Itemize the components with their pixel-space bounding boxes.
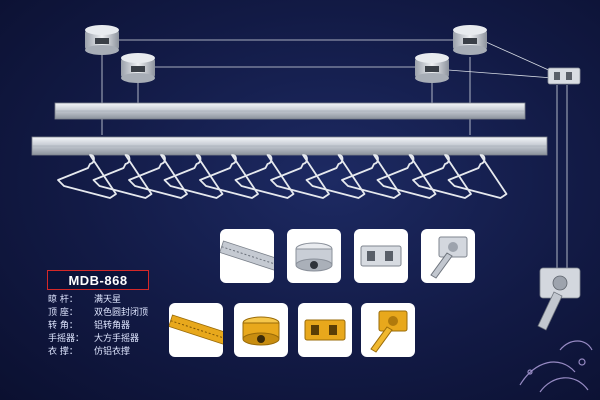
spec-value: 双色圆封闭顶 <box>94 308 149 318</box>
bracket-icon <box>304 319 346 341</box>
spec-row: 衣 撑： 仿铝衣撑 <box>48 346 218 359</box>
spec-value: 仿铝衣撑 <box>94 347 131 357</box>
pulley-pod <box>453 25 487 55</box>
thumb-corner-bracket-gold <box>298 303 352 357</box>
ceiling-pulley-pods <box>85 25 487 83</box>
spec-list: 晾 杆： 满天星 顶 座： 双色圆封闭顶 转 角： 铝转角器 手摇器： 大方手摇… <box>48 294 218 359</box>
thumb-corner-bracket-silver <box>354 229 408 283</box>
hanger-icon <box>270 154 330 199</box>
pulley-pod <box>85 25 119 55</box>
hanger-icon <box>447 154 508 199</box>
corner-bracket <box>547 67 581 85</box>
lower-rail <box>31 136 548 156</box>
spec-value: 铝转角器 <box>94 321 131 331</box>
pulley-icon <box>242 316 280 346</box>
hand-crank <box>537 267 581 331</box>
thumb-rail-segment-gold <box>169 303 223 357</box>
hanger-icon <box>234 154 295 199</box>
pulley-pod <box>121 53 155 83</box>
spec-row: 晾 杆： 满天星 <box>48 294 218 307</box>
thumb-hand-crank-gold <box>361 303 415 357</box>
upper-rail <box>54 102 526 120</box>
pulley-pod <box>415 53 449 83</box>
crank-icon <box>430 236 468 279</box>
hanger-icon <box>305 154 366 199</box>
hanger-icon <box>412 154 472 199</box>
crank-icon <box>370 310 408 353</box>
pulley-icon <box>295 242 333 272</box>
spec-label: 晾 杆： <box>48 295 78 305</box>
spec-row: 手摇器： 大方手摇器 <box>48 333 218 346</box>
hanger-icon <box>128 154 188 199</box>
spec-row: 顶 座： 双色圆封闭顶 <box>48 307 218 320</box>
rail-segment-icon <box>220 240 274 272</box>
decorative-flourish <box>519 340 593 393</box>
clothes-hangers <box>57 154 508 199</box>
thumb-rail-segment-silver <box>220 229 274 283</box>
hanger-icon <box>57 154 117 199</box>
spec-label: 手摇器： <box>48 334 85 344</box>
rail-segment-icon <box>169 314 223 346</box>
hanger-icon <box>92 154 153 199</box>
bracket-icon <box>360 245 402 267</box>
spec-label: 顶 座： <box>48 308 78 318</box>
thumb-ceiling-pulley-silver <box>287 229 341 283</box>
spec-label: 衣 撑： <box>48 347 78 357</box>
hanger-icon <box>199 154 259 199</box>
spec-value: 满天星 <box>94 295 122 305</box>
spec-value: 大方手摇器 <box>94 334 140 344</box>
ceiling-cables <box>101 39 568 275</box>
thumb-ceiling-pulley-gold <box>234 303 288 357</box>
hanger-icon <box>341 154 401 199</box>
model-number-badge: MDB-868 <box>47 270 149 290</box>
spec-row: 转 角： 铝转角器 <box>48 320 218 333</box>
spec-label: 转 角： <box>48 321 78 331</box>
thumb-hand-crank-silver <box>421 229 475 283</box>
hanger-icon <box>376 154 437 199</box>
hanger-icon <box>163 154 224 199</box>
